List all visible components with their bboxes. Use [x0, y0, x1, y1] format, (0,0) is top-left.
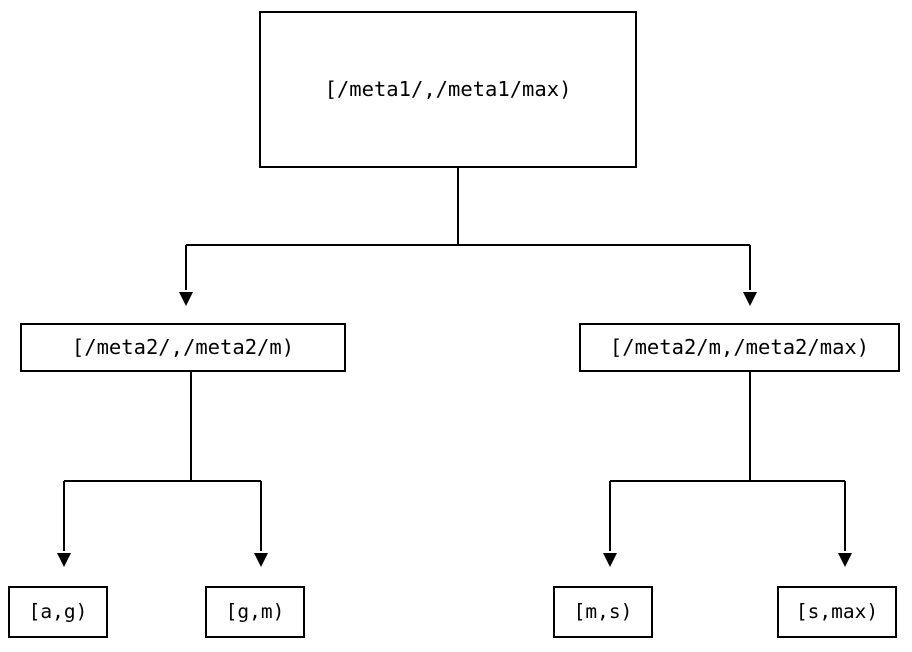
tree-leaf-g-m[interactable]: [g,m): [205, 586, 305, 638]
tree-node-meta2-upper[interactable]: [/meta2/m,/meta2/max): [579, 323, 900, 372]
tree-leaf-s-max[interactable]: [s,max): [777, 586, 897, 638]
tree-node-root[interactable]: [/meta1/,/meta1/max): [259, 11, 637, 168]
tree-node-meta2-lower-label: [/meta2/,/meta2/m): [71, 335, 295, 360]
tree-leaf-m-s-label: [m,s): [573, 600, 633, 624]
tree-leaf-g-m-label: [g,m): [225, 600, 285, 624]
tree-node-meta2-upper-label: [/meta2/m,/meta2/max): [609, 335, 870, 360]
arrowhead-to-l2-left: [179, 292, 193, 306]
tree-leaf-m-s[interactable]: [m,s): [553, 586, 653, 638]
arrowhead-to-leaf-smax: [838, 553, 852, 567]
arrowhead-to-leaf-ms: [603, 553, 617, 567]
arrowhead-to-l2-right: [743, 292, 757, 306]
arrowhead-to-leaf-ag: [57, 553, 71, 567]
tree-node-root-label: [/meta1/,/meta1/max): [324, 77, 572, 102]
arrowhead-to-leaf-gm: [254, 553, 268, 567]
tree-node-meta2-lower[interactable]: [/meta2/,/meta2/m): [20, 323, 346, 372]
tree-leaf-s-max-label: [s,max): [795, 600, 879, 624]
tree-leaf-a-g-label: [a,g): [28, 600, 88, 624]
tree-leaf-a-g[interactable]: [a,g): [8, 586, 108, 638]
